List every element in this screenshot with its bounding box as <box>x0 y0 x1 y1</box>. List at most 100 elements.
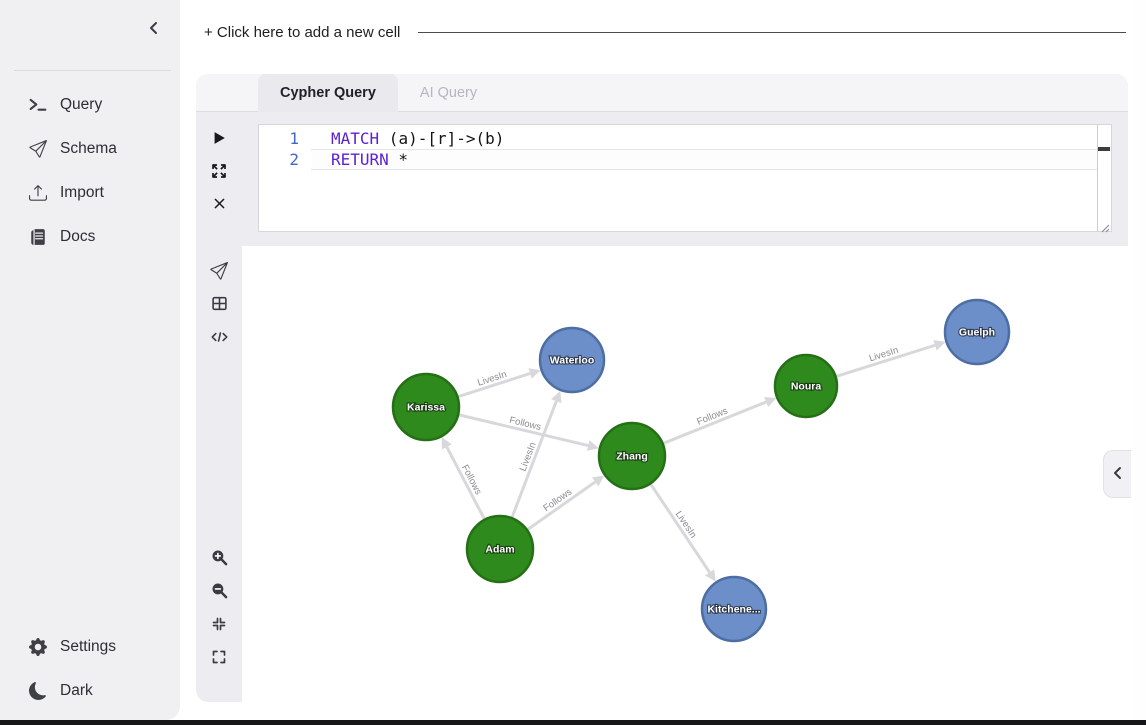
graph-node-guelph[interactable]: Guelph <box>943 298 1011 366</box>
line-number: 1 <box>289 129 299 148</box>
table-view-button[interactable] <box>204 290 234 320</box>
run-query-button[interactable] <box>204 124 234 154</box>
right-panel-toggle-button[interactable] <box>1103 450 1131 498</box>
node-label: Adam <box>485 544 514 556</box>
cypher-editor[interactable]: 1 MATCH (a)-[r]->(b) 2 RETURN * <box>258 124 1112 233</box>
sidebar-item-import[interactable]: Import <box>0 171 180 215</box>
graph-node-waterloo[interactable]: Waterloo <box>538 326 606 394</box>
editor-scrollbar-marker <box>1098 147 1110 151</box>
graph-edge-adam-karissa[interactable]: Follows <box>441 437 486 520</box>
graph-view-button[interactable] <box>204 257 234 287</box>
expand-cell-button[interactable] <box>204 157 234 187</box>
sidebar-item-docs[interactable]: Docs <box>0 215 180 259</box>
graph-edge-karissa-zhang[interactable]: Follows <box>458 413 599 451</box>
graph-node-karissa[interactable]: Karissa <box>391 372 461 442</box>
gear-icon <box>29 638 47 656</box>
run-controls <box>196 124 242 220</box>
zoom-in-button[interactable] <box>204 544 234 574</box>
sidebar-collapse-button[interactable] <box>141 16 167 42</box>
main-content: + Click here to add a new cell Cypher Qu… <box>180 0 1146 720</box>
edge-arrowhead <box>528 368 541 379</box>
graph-zoom-controls <box>196 544 242 673</box>
sidebar-item-label: Query <box>60 96 103 113</box>
graph-node-zhang[interactable]: Zhang <box>597 421 667 491</box>
sidebar-item-label: Dark <box>60 682 93 699</box>
code-token: RETURN <box>331 150 389 169</box>
chevron-left-icon <box>1110 465 1126 484</box>
fit-icon <box>211 616 227 635</box>
node-label: Karissa <box>407 402 445 414</box>
sidebar-item-label: Settings <box>60 638 117 655</box>
terminal-icon <box>29 96 47 114</box>
node-label: Guelph <box>959 327 995 339</box>
sidebar-divider <box>14 70 171 71</box>
node-label: Zhang <box>616 451 648 463</box>
node-label: Kitchene... <box>707 604 760 616</box>
add-cell-label: + Click here to add a new cell <box>204 24 401 41</box>
add-cell-button[interactable]: + Click here to add a new cell <box>204 24 1126 41</box>
edge-arrowhead <box>764 396 777 408</box>
node-label: Waterloo <box>550 355 595 367</box>
code-line: 1 MATCH (a)-[r]->(b) <box>259 128 1097 149</box>
edge-arrowhead <box>551 390 562 404</box>
fullscreen-button[interactable] <box>204 643 234 673</box>
cell-left-rail <box>196 112 242 702</box>
page-scrollbar-gutter[interactable] <box>1131 0 1146 720</box>
graph-edge-zhang-noura[interactable]: Follows <box>662 396 777 445</box>
edge-arrowhead <box>705 569 716 582</box>
node-label: Noura <box>791 381 821 393</box>
graph-edge-zhang-kitchener[interactable]: LivesIn <box>649 483 716 582</box>
graph-node-kitchener[interactable]: Kitchene... <box>700 575 768 643</box>
graph-node-adam[interactable]: Adam <box>465 514 535 584</box>
code-token: MATCH <box>331 129 380 148</box>
tab-ai-query[interactable]: AI Query <box>419 85 478 101</box>
code-token: * <box>388 150 409 169</box>
graph-edge-noura-guelph[interactable]: LivesIn <box>836 340 946 378</box>
expand-icon <box>211 163 227 182</box>
code-text: MATCH (a)-[r]->(b) <box>311 128 1097 149</box>
sidebar-item-query[interactable]: Query <box>0 83 180 127</box>
sidebar-item-settings[interactable]: Settings <box>0 625 180 669</box>
book-icon <box>29 228 47 246</box>
add-cell-divider <box>418 32 1126 33</box>
sidebar-item-label: Import <box>60 184 104 201</box>
sidebar-item-label: Schema <box>60 140 117 157</box>
code-token: (a)-[r]->(b) <box>379 129 505 148</box>
graph-edge-karissa-waterloo[interactable]: LivesIn <box>457 368 541 399</box>
play-icon <box>211 130 227 149</box>
sidebar-item-dark[interactable]: Dark <box>0 669 180 713</box>
tab-cypher-query[interactable]: Cypher Query <box>258 74 398 112</box>
result-view-controls <box>196 257 242 353</box>
graph-node-noura[interactable]: Noura <box>773 353 839 419</box>
edge-arrowhead <box>592 475 605 487</box>
close-cell-button[interactable] <box>204 190 234 220</box>
edge-arrowhead <box>586 440 599 451</box>
editor-scrollbar[interactable] <box>1097 125 1098 231</box>
code-view-button[interactable] <box>204 323 234 353</box>
graph-edge-adam-zhang[interactable]: Follows <box>526 475 605 531</box>
editor-zone: 1 MATCH (a)-[r]->(b) 2 RETURN * <box>242 112 1128 246</box>
fit-graph-button[interactable] <box>204 610 234 640</box>
code-lines: 1 MATCH (a)-[r]->(b) 2 RETURN * <box>259 125 1097 231</box>
line-number: 2 <box>289 150 299 169</box>
sidebar-item-schema[interactable]: Schema <box>0 127 180 171</box>
query-cell: Cypher Query AI Query 1 MATCH (a)-[r]->(b)… <box>196 74 1128 702</box>
cell-tabbar: Cypher Query AI Query <box>196 74 1128 112</box>
close-icon <box>212 196 227 214</box>
fullscreen-icon <box>211 649 227 668</box>
chevron-left-icon <box>146 20 162 39</box>
graph-icon <box>210 261 229 283</box>
sidebar-item-label: Docs <box>60 228 96 245</box>
edge-arrowhead <box>441 437 452 450</box>
table-icon <box>211 295 228 315</box>
zoom-out-icon <box>211 582 228 602</box>
moon-icon <box>29 682 47 700</box>
editor-resize-handle[interactable] <box>1098 218 1110 233</box>
zoom-out-button[interactable] <box>204 577 234 607</box>
